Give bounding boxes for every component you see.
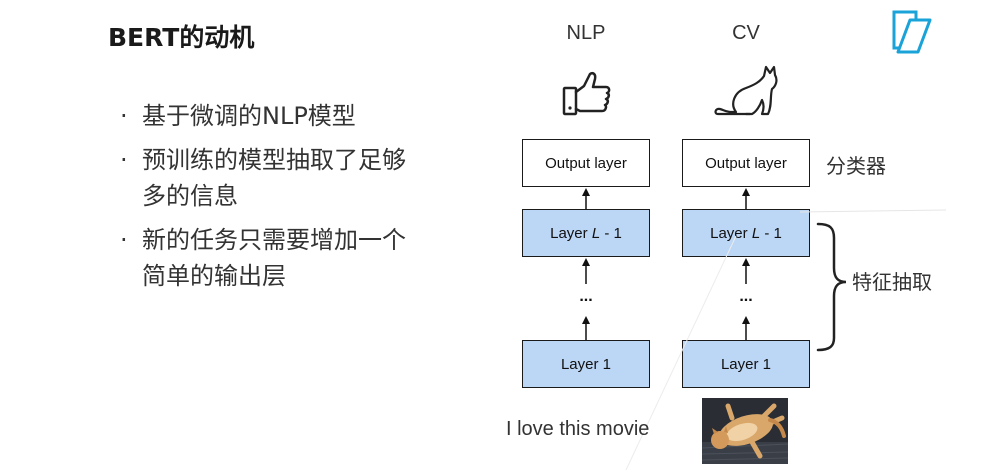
bullet-item: ·基于微调的NLP模型 xyxy=(120,102,356,130)
slide-title: BERT的动机 xyxy=(108,23,255,52)
bullet-item: ·预训练的模型抽取了足够 多的信息 xyxy=(120,146,406,210)
cv-column-header: CV xyxy=(732,22,760,44)
book-logo-icon xyxy=(888,8,936,56)
divider-line xyxy=(799,209,947,213)
bullet-item: ·新的任务只需要增加一个 简单的输出层 xyxy=(120,226,406,290)
cv-layer-l-minus-1-box: Layer L - 1 xyxy=(682,209,810,257)
nlp-layer-1-box: Layer 1 xyxy=(522,340,650,388)
feature-extraction-label: 特征抽取 xyxy=(852,270,932,294)
divider-line xyxy=(625,235,737,471)
nlp-output-layer-box: Output layer xyxy=(522,139,650,187)
bullet-list: ·基于微调的NLP模型 ·预训练的模型抽取了足够 多的信息 ·新的任务只需要增加… xyxy=(120,98,480,294)
thumbs-up-icon xyxy=(562,70,612,116)
cv-layer-1-box: Layer 1 xyxy=(682,340,810,388)
cat-photo xyxy=(701,398,789,464)
cv-output-layer-box: Output layer xyxy=(682,139,810,187)
cv-ellipsis: ... xyxy=(739,288,753,305)
nlp-ellipsis: ... xyxy=(579,288,593,305)
nlp-column-header: NLP xyxy=(566,22,606,44)
classifier-label: 分类器 xyxy=(826,154,886,178)
cat-icon xyxy=(712,64,782,118)
nlp-layer-l-minus-1-box: Layer L - 1 xyxy=(522,209,650,257)
nlp-input-text: I love this movie xyxy=(506,418,650,440)
feature-extraction-brace xyxy=(816,222,847,352)
